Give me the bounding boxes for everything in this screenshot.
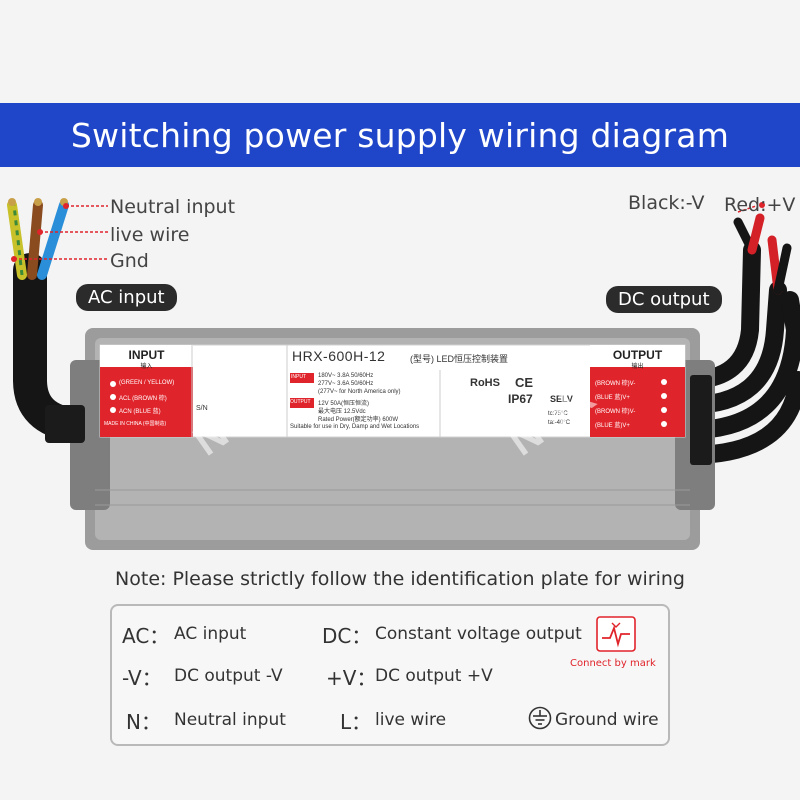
plate-cert-selv: SELV [550,394,573,404]
plate-tc: tc:75°C [548,411,568,417]
plate-cert-ip: IP67 [508,392,533,406]
plate-output-row-4: (BLUE 蓝)V+ [595,423,630,429]
plate-input-title: INPUT [128,348,165,362]
legend-n-value: Neutral input [174,710,286,730]
wire-neutral [37,200,69,280]
wire-black-2 [773,243,792,295]
wire-ground-stripe [12,204,24,276]
legend-box: AC： AC input DC： Constant voltage output… [110,604,670,746]
legend-n-key: N： [126,710,161,734]
wire-live [27,200,43,280]
legend-minus-v-key: -V： [122,666,162,690]
plate-output-row-2: (BLUE 蓝)V+ [595,395,630,401]
legend-dc-key: DC： [322,624,372,648]
plate-spec-6: Rated Power(额定功率) 600W [318,417,399,423]
label-live-wire: live wire [110,224,190,246]
identification-plate [99,344,686,438]
legend-plus-v-key: +V： [326,666,377,690]
plate-made-in: MADE IN CHINA (中国制造) [104,421,167,427]
label-neutral-input: Neutral input [110,196,236,218]
legend-plus-v-value: DC output +V [375,666,493,686]
title-banner: Switching power supply wiring diagram [0,103,800,167]
plate-output-title: OUTPUT [612,348,663,362]
wire-red-1 [747,213,765,255]
legend-ac-value: AC input [174,624,247,644]
plate-output-row-3: (BROWN 棕)V- [595,409,636,415]
plate-input-sub: 输入 [140,364,153,370]
plate-cert-rohs: RoHS [470,377,500,389]
plate-cert-ce: CE [515,375,534,390]
label-red-v: Red:+V [724,194,796,216]
plate-spec-4: 12V 50A(恒压恒流) [318,401,370,407]
plate-input-row-2: ACL (BROWN 棕) [119,396,167,402]
dc-output-badge: DC output [606,286,722,313]
wire-tip-ground [8,198,16,206]
ground-icon [528,706,552,730]
cable-gland-right [690,375,712,465]
legend-l-key: L： [340,710,372,734]
connect-by-mark-icon [596,616,636,652]
plate-input-label: INPUT [291,374,306,380]
plate-input-row-3: ACN (BLUE 蓝) [119,409,161,415]
plate-output-sub: 输出 [631,364,644,370]
legend-minus-v-value: DC output -V [174,666,283,686]
wiring-note: Note: Please strictly follow the identif… [115,568,685,590]
plate-suitable: Suitable for use in Dry, Damp and Wet Lo… [290,424,420,430]
legend-ground-value: Ground wire [555,710,659,730]
wire-tip-live [34,198,42,206]
label-gnd: Gnd [110,250,149,272]
plate-output-row-1: (BROWN 棕)V- [595,381,636,387]
plate-input-row-1: (GREEN / YELLOW) [119,380,175,386]
cable-gland-left [45,405,85,443]
ac-input-badge: AC input [76,284,177,311]
plate-spec-1: 180V~ 3.8A 50/60Hz [318,373,374,379]
page-title: Switching power supply wiring diagram [70,115,730,155]
legend-l-value: live wire [375,710,447,730]
plate-model: HRX-600H-12 [292,348,386,364]
plate-spec-5: 最大电压 12.5Vdc [318,409,366,415]
label-black-v: Black:-V [628,192,705,214]
plate-model-suffix: (型号) LED恒压控制装置 [410,354,509,364]
plate-ta: ta:-40°C [548,420,571,426]
plate-output-label: OUTPUT [290,399,311,405]
connect-by-mark-caption: Connect by mark [570,658,656,669]
legend-ac-key: AC： [122,624,170,648]
legend-dc-value: Constant voltage output [375,624,582,644]
plate-spec-3: (277V~ for North America only) [318,389,401,395]
plate-sn: S/N [196,405,208,412]
plate-spec-2: 277V~ 3.6A 50/60Hz [318,381,374,387]
